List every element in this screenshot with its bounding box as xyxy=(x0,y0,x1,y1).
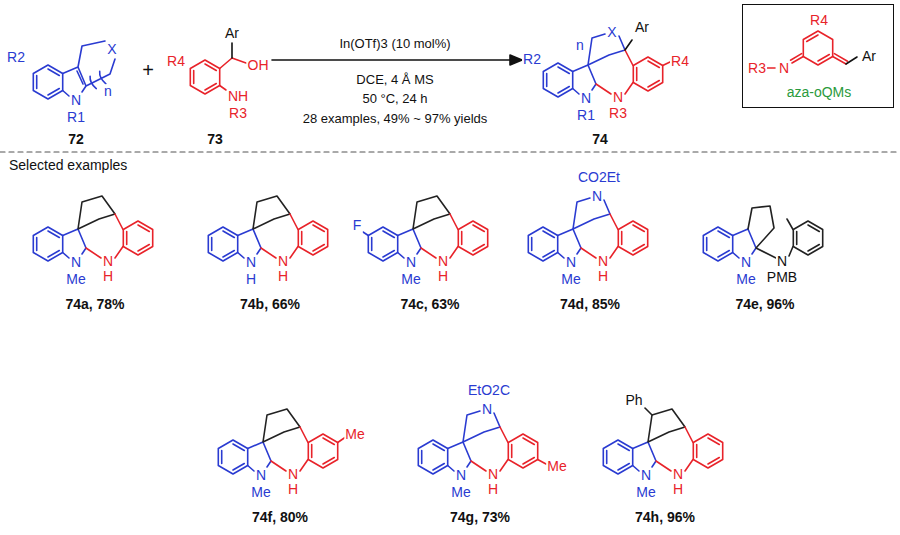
compound-number: 74 xyxy=(591,132,609,147)
atom-label: Me xyxy=(450,485,471,500)
aniline-structure xyxy=(190,43,246,94)
atom-label: N xyxy=(277,254,289,269)
atom-label: N xyxy=(481,402,493,417)
compound-number: 74f, 80% xyxy=(251,510,309,525)
atom-label: N xyxy=(70,93,82,108)
compound-number: 74d, 85% xyxy=(559,297,621,312)
atom-label: n xyxy=(575,38,585,53)
indole-structure xyxy=(33,41,115,99)
compound-number: 74b, 66% xyxy=(239,297,301,312)
atom-label: Me xyxy=(400,272,421,287)
atom-label: EtO2C xyxy=(467,383,511,398)
atom-label: R1 xyxy=(576,108,596,123)
atom-label: Me xyxy=(635,485,656,500)
compound-number: 74e, 96% xyxy=(734,297,795,312)
atom-label: N xyxy=(102,254,114,269)
atom-label: R3 xyxy=(228,106,248,121)
reaction-arrow xyxy=(272,55,522,65)
atom-label: N xyxy=(597,254,609,269)
example-structure xyxy=(208,196,327,261)
compound-number: 72 xyxy=(67,132,85,147)
compound-number: 73 xyxy=(206,132,224,147)
atom-label: R2 xyxy=(6,50,26,65)
atom-label: H xyxy=(597,269,609,284)
plus-sign: + xyxy=(141,59,155,81)
atom-label: R1 xyxy=(66,110,86,125)
atom-label: N xyxy=(672,467,684,482)
atom-label: Ar xyxy=(861,49,877,64)
atom-label: N xyxy=(487,467,499,482)
atom-label: H xyxy=(437,269,449,284)
structure-box: R4R3 N Ar aza-oQMs xyxy=(742,4,894,108)
atom-label: N xyxy=(565,255,577,270)
atom-label: Me xyxy=(546,459,567,474)
atom-label: H xyxy=(672,482,684,497)
reaction-condition: 28 examples, 49% ~ 97% yields xyxy=(302,112,489,126)
atom-label: R3 xyxy=(747,61,767,76)
separator-line xyxy=(0,151,900,152)
atom-label: F xyxy=(352,218,363,233)
atom-label: Me xyxy=(344,427,365,442)
atom-label: Ar xyxy=(634,20,650,35)
atom-label: N xyxy=(776,254,788,269)
compound-number: 74h, 96% xyxy=(634,510,696,525)
atom-label: N xyxy=(437,254,449,269)
atom-label: H xyxy=(487,482,499,497)
atom-label: n xyxy=(103,84,113,99)
atom-label: R4 xyxy=(670,54,690,69)
reaction-condition: 50 °C, 24 h xyxy=(361,92,428,106)
atom-label: N xyxy=(778,61,790,76)
reaction-condition: In(OTf)3 (10 mol%) xyxy=(338,37,451,51)
atom-label: N xyxy=(70,255,82,270)
example-structure xyxy=(528,198,647,261)
atom-label: Ph xyxy=(624,393,643,408)
example-structure xyxy=(418,411,546,474)
atom-label: N xyxy=(455,468,467,483)
atom-label: N xyxy=(612,90,624,105)
atom-label: H xyxy=(287,482,299,497)
atom-label: N xyxy=(580,91,592,106)
atom-label: Me xyxy=(65,272,86,287)
atom-label: Ar xyxy=(224,26,240,41)
compound-number: 74a, 78% xyxy=(64,297,125,312)
box-caption: aza-oQMs xyxy=(786,85,853,100)
atom-label: Me xyxy=(250,485,271,500)
atom-label: R3 xyxy=(608,106,628,121)
atom-label: OH xyxy=(247,58,270,73)
atom-label: X xyxy=(606,25,617,40)
atom-label: Me xyxy=(735,272,756,287)
atom-label: H xyxy=(245,272,257,287)
atom-label: N xyxy=(591,189,603,204)
atom-label: N xyxy=(740,255,752,270)
reaction-condition: DCE, 4 Å MS xyxy=(355,73,434,87)
section-heading: Selected examples xyxy=(8,158,128,173)
atom-label: PMB xyxy=(766,270,798,285)
atom-label: X xyxy=(106,42,117,57)
atom-label: NH xyxy=(227,89,249,104)
atom-label: N xyxy=(245,255,257,270)
atom-label: R2 xyxy=(522,52,542,67)
atom-label: CO2Et xyxy=(577,170,621,185)
product-structure xyxy=(543,34,670,97)
example-structure xyxy=(703,206,822,261)
example-structure xyxy=(603,408,722,474)
atom-label: R4 xyxy=(166,54,186,69)
compound-number: 74c, 63% xyxy=(399,297,460,312)
compound-number: 74g, 73% xyxy=(449,510,511,525)
example-structure xyxy=(218,409,345,474)
atom-label: N xyxy=(287,467,299,482)
atom-label: N xyxy=(640,468,652,483)
atom-label: H xyxy=(277,269,289,284)
atom-label: Me xyxy=(560,272,581,287)
example-structure xyxy=(363,196,488,261)
atom-label: R4 xyxy=(809,13,829,28)
atom-label: N xyxy=(405,255,417,270)
atom-label: H xyxy=(102,269,114,284)
atom-label: N xyxy=(255,468,267,483)
example-structure xyxy=(33,196,152,261)
